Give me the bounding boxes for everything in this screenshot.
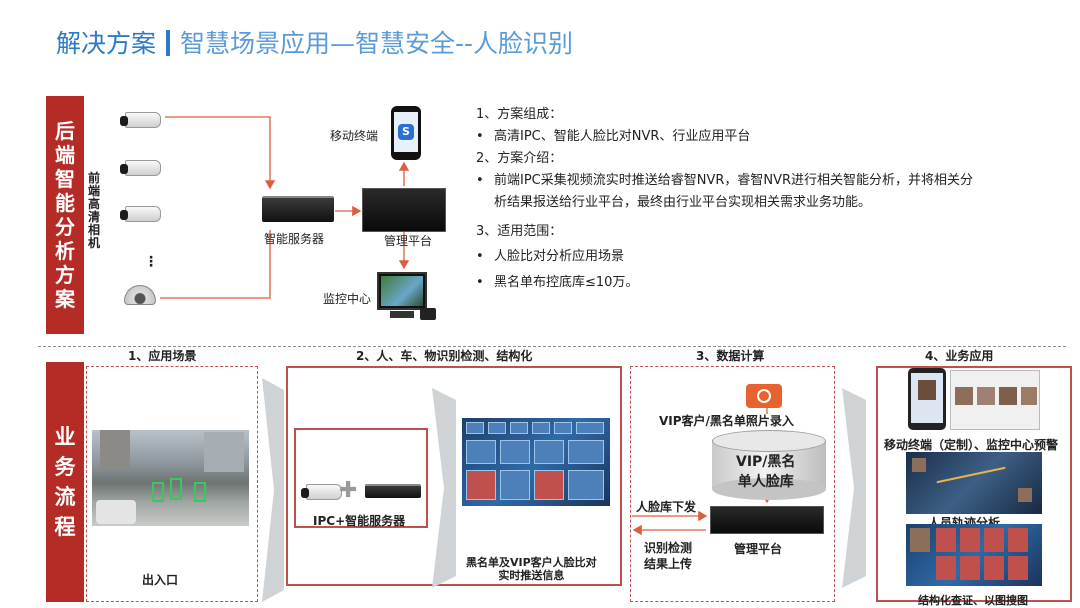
face-database-bottom bbox=[712, 478, 826, 500]
enroll-label: VIP客户/黑名单照片录入 bbox=[659, 414, 794, 428]
monitor-alert-screen bbox=[950, 370, 1040, 430]
title-sub: 智慧场景应用—智慧安全--人脸识别 bbox=[180, 29, 574, 58]
bullet-item: 黑名单布控底库≤10万。 bbox=[476, 272, 1070, 294]
platform-label: 管理平台 bbox=[734, 542, 783, 556]
title-main: 解决方案 bbox=[56, 29, 157, 58]
management-platform-icon bbox=[362, 188, 446, 232]
camera-capture-icon bbox=[746, 384, 782, 408]
bullet-camera-icon bbox=[120, 206, 161, 222]
bullet-item-continued: 析结果报送给行业平台，最终由行业平台实现相关需求业务功能。 bbox=[494, 195, 872, 210]
plus-icon: ✚ bbox=[339, 478, 358, 503]
title-separator bbox=[166, 30, 171, 56]
mobile-terminal-icon: S bbox=[391, 106, 421, 160]
ipc-server-box bbox=[294, 428, 428, 528]
management-platform-icon bbox=[710, 506, 824, 534]
mobile-alert-label: 移动终端（定制）、监控中心预警 bbox=[884, 438, 1059, 452]
structured-search-label: 结构化查证、以图搜图 bbox=[918, 594, 1028, 607]
section-heading: 3、适用范围： bbox=[476, 224, 563, 239]
front-camera-label: 前端高清相机 bbox=[87, 171, 100, 250]
face-compare-screen bbox=[462, 418, 610, 506]
business-flow-banner: 业务流程 bbox=[46, 362, 84, 602]
step-4-title: 4、业务应用 bbox=[925, 349, 994, 363]
flow-chevron bbox=[262, 378, 284, 602]
entrance-scene-image bbox=[92, 430, 249, 526]
step-1-title: 1、应用场景 bbox=[128, 349, 197, 363]
solution-description: 1、方案组成： 高清IPC、智能人脸比对NVR、行业应用平台 2、方案介绍： 前… bbox=[476, 104, 1070, 294]
stage-business-application bbox=[876, 366, 1072, 602]
flow-chevron bbox=[432, 388, 456, 588]
flow-chevron bbox=[842, 388, 866, 588]
bullet-item: 人脸比对分析应用场景 bbox=[476, 246, 1070, 268]
smart-server-label: 智能服务器 bbox=[264, 232, 325, 246]
bullet-camera-icon bbox=[120, 160, 161, 176]
stage-recognition bbox=[286, 366, 622, 586]
smart-server-icon bbox=[262, 196, 334, 222]
screen-caption: 黑名单及VIP客户人脸比对 实时推送信息 bbox=[466, 556, 597, 582]
section-divider bbox=[38, 346, 1066, 347]
monitoring-center-label: 监控中心 bbox=[323, 292, 372, 306]
bullet-item: 高清IPC、智能人脸比对NVR、行业应用平台 bbox=[476, 126, 1070, 148]
step-3-title: 3、数据计算 bbox=[696, 349, 765, 363]
trajectory-screen bbox=[906, 452, 1042, 514]
bullet-camera-icon bbox=[301, 484, 342, 500]
mobile-terminal-label: 移动终端 bbox=[330, 129, 379, 143]
stage-data-computation bbox=[630, 366, 835, 602]
section-heading: 1、方案组成： bbox=[476, 107, 563, 122]
step-2-title: 2、人、车、物识别检测、结构化 bbox=[356, 349, 533, 363]
db-distribute-label: 人脸库下发 bbox=[636, 500, 697, 514]
keyboard-icon bbox=[420, 308, 436, 320]
page-title: 解决方案智慧场景应用—智慧安全--人脸识别 bbox=[56, 24, 573, 60]
face-database-label: VIP/黑名 单人脸库 bbox=[736, 454, 796, 490]
monitor-icon bbox=[377, 272, 427, 310]
bullet-item: 前端IPC采集视频流实时推送给睿智NVR，睿智NVR进行相关智能分析，并将相关分 bbox=[476, 170, 1070, 192]
backend-solution-banner: 后端智能分析方案 bbox=[46, 96, 84, 334]
bullet-camera-icon bbox=[120, 112, 161, 128]
stage-application-scene bbox=[86, 366, 258, 602]
result-upload-label: 识别检测 结果上传 bbox=[644, 541, 693, 571]
tablet-icon bbox=[908, 368, 946, 430]
structured-search-screen bbox=[906, 524, 1042, 586]
section-heading: 2、方案介绍： bbox=[476, 151, 563, 166]
monitor-stand bbox=[390, 311, 414, 318]
ipc-server-label: IPC+智能服务器 bbox=[313, 514, 406, 528]
smart-server-icon bbox=[365, 484, 421, 498]
entrance-label: 出入口 bbox=[142, 573, 179, 587]
management-platform-label: 管理平台 bbox=[384, 234, 433, 248]
more-cameras-ellipsis: ⋮ bbox=[144, 254, 158, 270]
face-database-top bbox=[712, 430, 826, 452]
